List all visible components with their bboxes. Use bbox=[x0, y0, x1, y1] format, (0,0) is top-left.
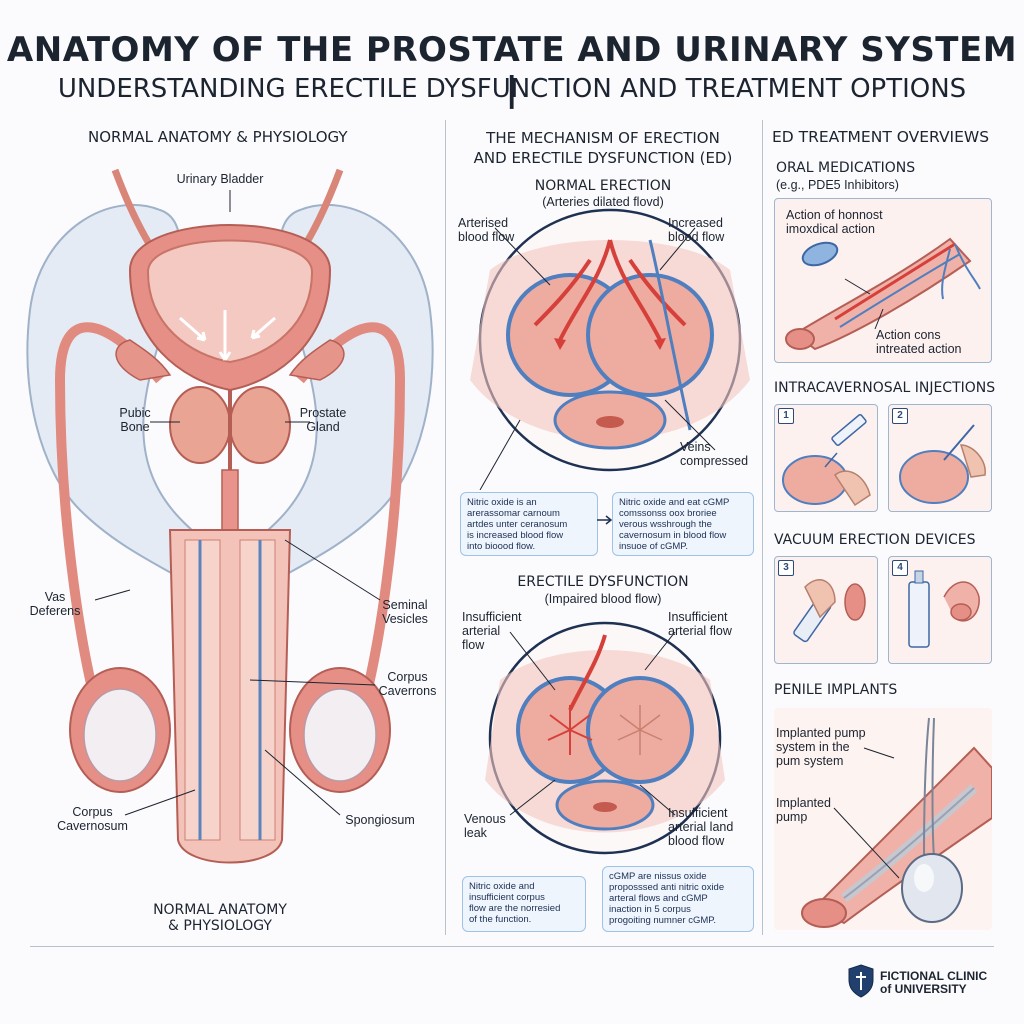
ed-title: ERECTILE DYSFUNCTION bbox=[517, 574, 689, 590]
implants-title: PENILE IMPLANTS bbox=[774, 682, 898, 698]
vacuum-cylinder-icon bbox=[908, 570, 980, 648]
left-footer-heading: NORMAL ANATOMY & PHYSIOLOGY bbox=[153, 902, 287, 934]
footer-divider bbox=[30, 946, 994, 947]
vas-deferens-right bbox=[296, 322, 406, 752]
page-title: ANATOMY OF THE PROSTATE AND URINARY SYST… bbox=[6, 30, 1018, 110]
column-divider-left bbox=[445, 120, 446, 935]
penile-implant-illustration bbox=[801, 717, 992, 928]
normal-erection-cross-section bbox=[470, 208, 750, 490]
injection-panel-2: 2 bbox=[888, 404, 992, 512]
label-veins-compressed: Veins compressed bbox=[680, 440, 749, 468]
step-badge-3: 3 bbox=[778, 560, 794, 576]
label-spongiosum: Spongiosum bbox=[345, 813, 415, 827]
prostate-right bbox=[229, 386, 291, 464]
oral-panel bbox=[774, 198, 992, 363]
seminal-vesicle-right bbox=[288, 339, 345, 381]
page-subtitle: UNDERSTANDING ERECTILE DYSFUNCTION AND T… bbox=[57, 74, 967, 104]
label-insufficient-arterial-flow-right: Insufficient arterial flow bbox=[668, 610, 732, 638]
label-pubic-bone: Pubic Bone bbox=[119, 406, 151, 434]
note-ed-left: Nitric oxide and insufficient corpus flo… bbox=[462, 876, 586, 932]
column-divider-right bbox=[762, 120, 763, 935]
arrow-right-icon bbox=[597, 515, 613, 525]
label-insufficient-arterial-land: Insufficient arterial land blood flow bbox=[668, 806, 734, 848]
prostate-left bbox=[169, 386, 231, 464]
injections-title: INTRACAVERNOSAL INJECTIONS bbox=[774, 380, 996, 396]
label-insufficient-arterial-flow-left: Insufficient arterial flow bbox=[462, 610, 522, 652]
label-vas-deferens: Vas Deferens bbox=[29, 590, 81, 618]
middle-heading: THE MECHANISM OF ERECTION AND ERECTILE D… bbox=[473, 129, 733, 167]
step-badge-1: 1 bbox=[778, 408, 794, 424]
pelvic-bone-shape bbox=[26, 204, 434, 592]
label-seminal-vesicles: Seminal Vesicles bbox=[382, 598, 428, 626]
injection-panel-1: 1 bbox=[774, 404, 878, 512]
ed-cross-section bbox=[485, 621, 725, 855]
label-increased-blood-flow: Increased blood flow bbox=[668, 216, 725, 244]
vacuum-pump-icon bbox=[793, 579, 866, 643]
step-badge-4: 4 bbox=[892, 560, 908, 576]
vacuum-title: VACUUM ERECTION DEVICES bbox=[774, 532, 976, 548]
label-prostate-gland: Prostate Gland bbox=[299, 406, 347, 434]
label-oral-action-2: Action cons intreated action bbox=[876, 328, 962, 356]
label-corpus-caverrons: Corpus Caverrons bbox=[378, 670, 437, 698]
clinic-logo-text: FICTIONAL CLINIC of UNIVERSITY bbox=[880, 969, 988, 996]
oral-title: ORAL MEDICATIONS bbox=[776, 160, 916, 176]
step-badge-2: 2 bbox=[892, 408, 908, 424]
label-implanted-pump-system: Implanted pump system in the pum system bbox=[776, 726, 866, 768]
note-ed-right: cGMP are nissus oxide proposssed anti ni… bbox=[602, 866, 754, 932]
label-oral-action-1: Action of honnost imoxdical action bbox=[786, 208, 883, 236]
syringe-icon bbox=[782, 414, 871, 507]
flow-arrows bbox=[179, 310, 276, 361]
vas-deferens-left bbox=[54, 322, 164, 752]
oral-subtitle: (e.g., PDE5 Inhibitors) bbox=[776, 178, 899, 192]
vacuum-panel-4: 4 bbox=[888, 556, 992, 664]
normal-anatomy-illustration bbox=[26, 168, 434, 864]
normal-erection-subtitle: (Arteries dilated flovd) bbox=[542, 195, 664, 209]
label-urinary-bladder: Urinary Bladder bbox=[176, 172, 264, 186]
seminal-vesicle-left bbox=[115, 339, 172, 381]
note-normal-right: Nitric oxide and eat cGMP comssonss oox … bbox=[612, 492, 754, 556]
shield-logo-icon bbox=[848, 964, 874, 998]
bladder-inner bbox=[146, 239, 314, 364]
right-heading: ED TREATMENT OVERVIEWS bbox=[772, 128, 990, 146]
left-heading: NORMAL ANATOMY & PHYSIOLOGY bbox=[88, 128, 348, 146]
label-venous-leak: Venous leak bbox=[464, 812, 506, 840]
vacuum-panel-3: 3 bbox=[774, 556, 878, 664]
ed-subtitle: (Impaired blood flow) bbox=[544, 592, 662, 606]
injection-site-icon bbox=[899, 424, 986, 504]
label-implanted-pump: Implanted pump bbox=[776, 796, 831, 824]
normal-erection-title: NORMAL ERECTION bbox=[534, 178, 672, 194]
note-normal-left: Nitric oxide is an arerassomar carnoum a… bbox=[460, 492, 598, 556]
oral-medication-illustration bbox=[785, 237, 981, 351]
label-corpus-cavernosum: Corpus Cavernosum bbox=[57, 805, 128, 833]
label-arterised-blood-flow: Arterised blood flow bbox=[458, 216, 515, 244]
implants-panel bbox=[774, 708, 992, 930]
